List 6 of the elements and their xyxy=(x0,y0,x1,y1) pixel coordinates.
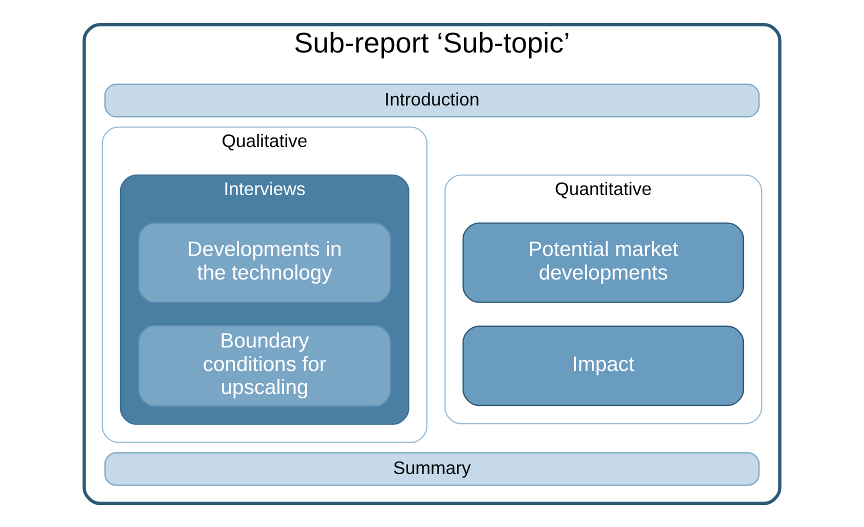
node-box: Impact xyxy=(462,325,744,406)
node-box: Potential market developments xyxy=(462,222,744,302)
node-box: Boundary conditions for upscaling xyxy=(138,324,392,406)
node-box: Developments in the technology xyxy=(138,222,392,302)
node-box: Introduction xyxy=(104,83,760,117)
node-box: Summary xyxy=(104,452,760,486)
